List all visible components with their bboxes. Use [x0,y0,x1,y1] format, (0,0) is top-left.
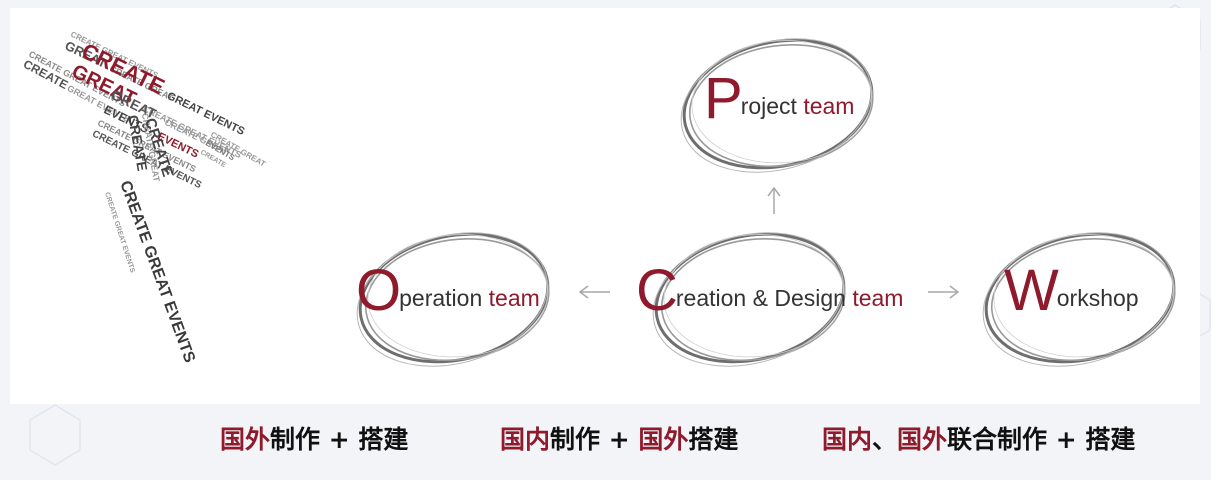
arrow-up [767,186,781,214]
caption1-red: 国外 [220,425,271,454]
creation-label: reation & Design [675,285,853,311]
team-diagram [340,17,1191,388]
arrow-right [928,285,960,299]
content-panel [10,8,1200,404]
caption2-black2: 搭建 [688,425,739,454]
node-workshop: Workshop [1004,262,1139,320]
workshop-label: orkshop [1056,285,1139,311]
creation-team-word: team [852,285,904,311]
caption2-black1: 制作 + [550,425,639,454]
creation-initial: C [636,258,678,323]
logo-handle-text: CREATE GREAT EVENTS [116,179,198,366]
caption-domestic-production: 国内制作 + 国外搭建 [500,420,738,460]
caption2-red2: 国外 [638,425,689,454]
node-operation-team: Operation team [356,262,540,320]
caption3-black2: 联合制作 + 搭建 [947,425,1136,454]
caption2-red1: 国内 [500,425,551,454]
caption3-red2: 国外 [897,425,948,454]
create-great-events-logo: CREATE GREAT EVENTS CREATE GREAT EVENTS … [21,30,267,366]
workshop-initial: W [1004,258,1059,323]
operation-initial: O [356,258,401,323]
caption3-red1: 国内 [822,425,873,454]
caption1-black: 制作 + 搭建 [270,425,409,454]
project-label: roject [740,93,804,119]
caption-overseas-production: 国外制作 + 搭建 [220,420,408,460]
operation-team-word: team [488,285,540,311]
project-initial: P [704,66,743,131]
node-project-team: Project team [704,70,854,128]
caption-joint-production: 国内、国外联合制作 + 搭建 [822,420,1135,460]
caption3-black1: 、 [872,425,898,454]
operation-label: peration [399,285,489,311]
project-team-word: team [803,93,855,119]
arrows [578,186,960,299]
node-creation-design-team: Creation & Design team [636,262,903,320]
arrow-left [578,285,610,299]
